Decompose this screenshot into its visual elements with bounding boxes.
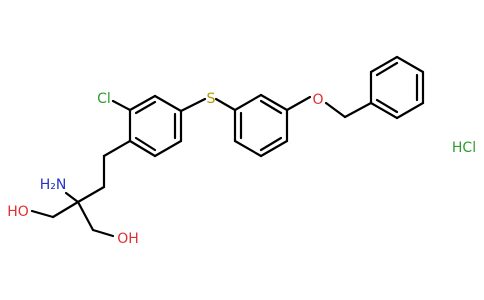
bond: [102, 139, 132, 158]
bond: [214, 97, 237, 112]
chlorine-label: Cl: [97, 91, 111, 107]
amino-group-label: H₂N: [40, 177, 67, 193]
bond: [259, 136, 283, 152]
bond: [285, 95, 312, 112]
bond: [64, 191, 80, 204]
hydrochloride-label: HCl: [452, 140, 476, 156]
bond: [153, 139, 183, 158]
ether-oxygen-label: O: [312, 92, 323, 108]
bond: [259, 99, 283, 115]
sulfur-label: S: [207, 91, 216, 107]
hydroxyl-right-label: OH: [117, 231, 139, 247]
bond: [128, 139, 157, 158]
bond: [233, 139, 263, 158]
atom-labels: Cl S O H₂N HO OH HCl: [7, 91, 476, 247]
bond: [134, 136, 157, 152]
bond: [395, 101, 425, 120]
bond: [324, 101, 347, 119]
bond: [51, 200, 80, 219]
bond: [179, 97, 207, 113]
bond: [91, 228, 115, 238]
bond: [76, 200, 95, 232]
bond: [233, 93, 263, 112]
bond: [134, 100, 157, 115]
bond: [111, 99, 132, 112]
bond: [375, 61, 399, 77]
bond: [30, 209, 55, 219]
bond: [369, 55, 399, 74]
bond: [128, 94, 157, 112]
bond: [395, 55, 425, 74]
bond: [76, 185, 106, 204]
bond: [259, 93, 289, 112]
bond: [375, 98, 399, 114]
bond: [343, 101, 373, 119]
bonds: [30, 55, 425, 238]
bond: [153, 94, 183, 113]
bond: [369, 101, 399, 120]
hydroxyl-left-label: HO: [7, 204, 29, 220]
bond: [259, 139, 289, 158]
